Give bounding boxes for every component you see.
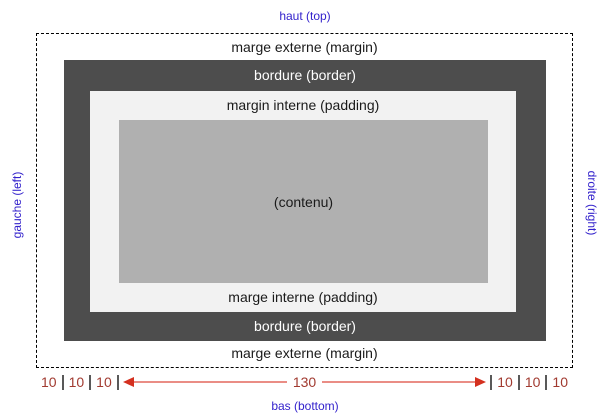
- arrow-right-head-icon: [475, 377, 487, 387]
- margin-box: marge externe (margin) marge externe (ma…: [36, 33, 573, 368]
- measure-value-left-3: 10: [96, 374, 112, 390]
- measure-value-center: 130: [292, 374, 317, 390]
- padding-bottom-label: marge interne (padding): [228, 289, 378, 305]
- measure-value-left-2: 10: [68, 374, 85, 390]
- arrow-left-head-icon: [122, 377, 134, 387]
- padding-box: margin interne (padding) marge interne (…: [90, 91, 516, 312]
- border-box: bordure (border) bordure (border) margin…: [64, 60, 546, 341]
- direction-label-right: droite (right): [585, 170, 599, 236]
- tick-separator: [545, 374, 548, 390]
- direction-label-top: haut (top): [279, 9, 331, 23]
- content-box: (contenu): [119, 120, 488, 283]
- tick-separator: [61, 374, 64, 390]
- direction-label-left: gauche (left): [10, 171, 24, 239]
- tick-separator: [517, 374, 520, 390]
- arrow-line: [133, 381, 287, 383]
- measure-value-left-1: 10: [41, 374, 57, 390]
- measurement-row: 10 10 10 130 10 10 10: [36, 371, 573, 393]
- border-top-label: bordure (border): [254, 67, 356, 83]
- measure-value-right-2: 10: [524, 374, 541, 390]
- width-arrow: 130: [122, 374, 487, 390]
- tick-separator: [490, 374, 493, 390]
- direction-label-bottom: bas (bottom): [271, 399, 339, 413]
- arrow-line: [322, 381, 476, 383]
- measure-value-right-1: 10: [497, 374, 513, 390]
- margin-bottom-label: marge externe (margin): [231, 345, 378, 361]
- margin-top-label: marge externe (margin): [231, 39, 378, 55]
- padding-top-label: margin interne (padding): [226, 97, 380, 113]
- content-label: (contenu): [273, 193, 334, 210]
- measure-value-right-3: 10: [552, 374, 568, 390]
- tick-separator: [89, 374, 92, 390]
- border-bottom-label: bordure (border): [254, 318, 356, 334]
- tick-separator: [116, 374, 119, 390]
